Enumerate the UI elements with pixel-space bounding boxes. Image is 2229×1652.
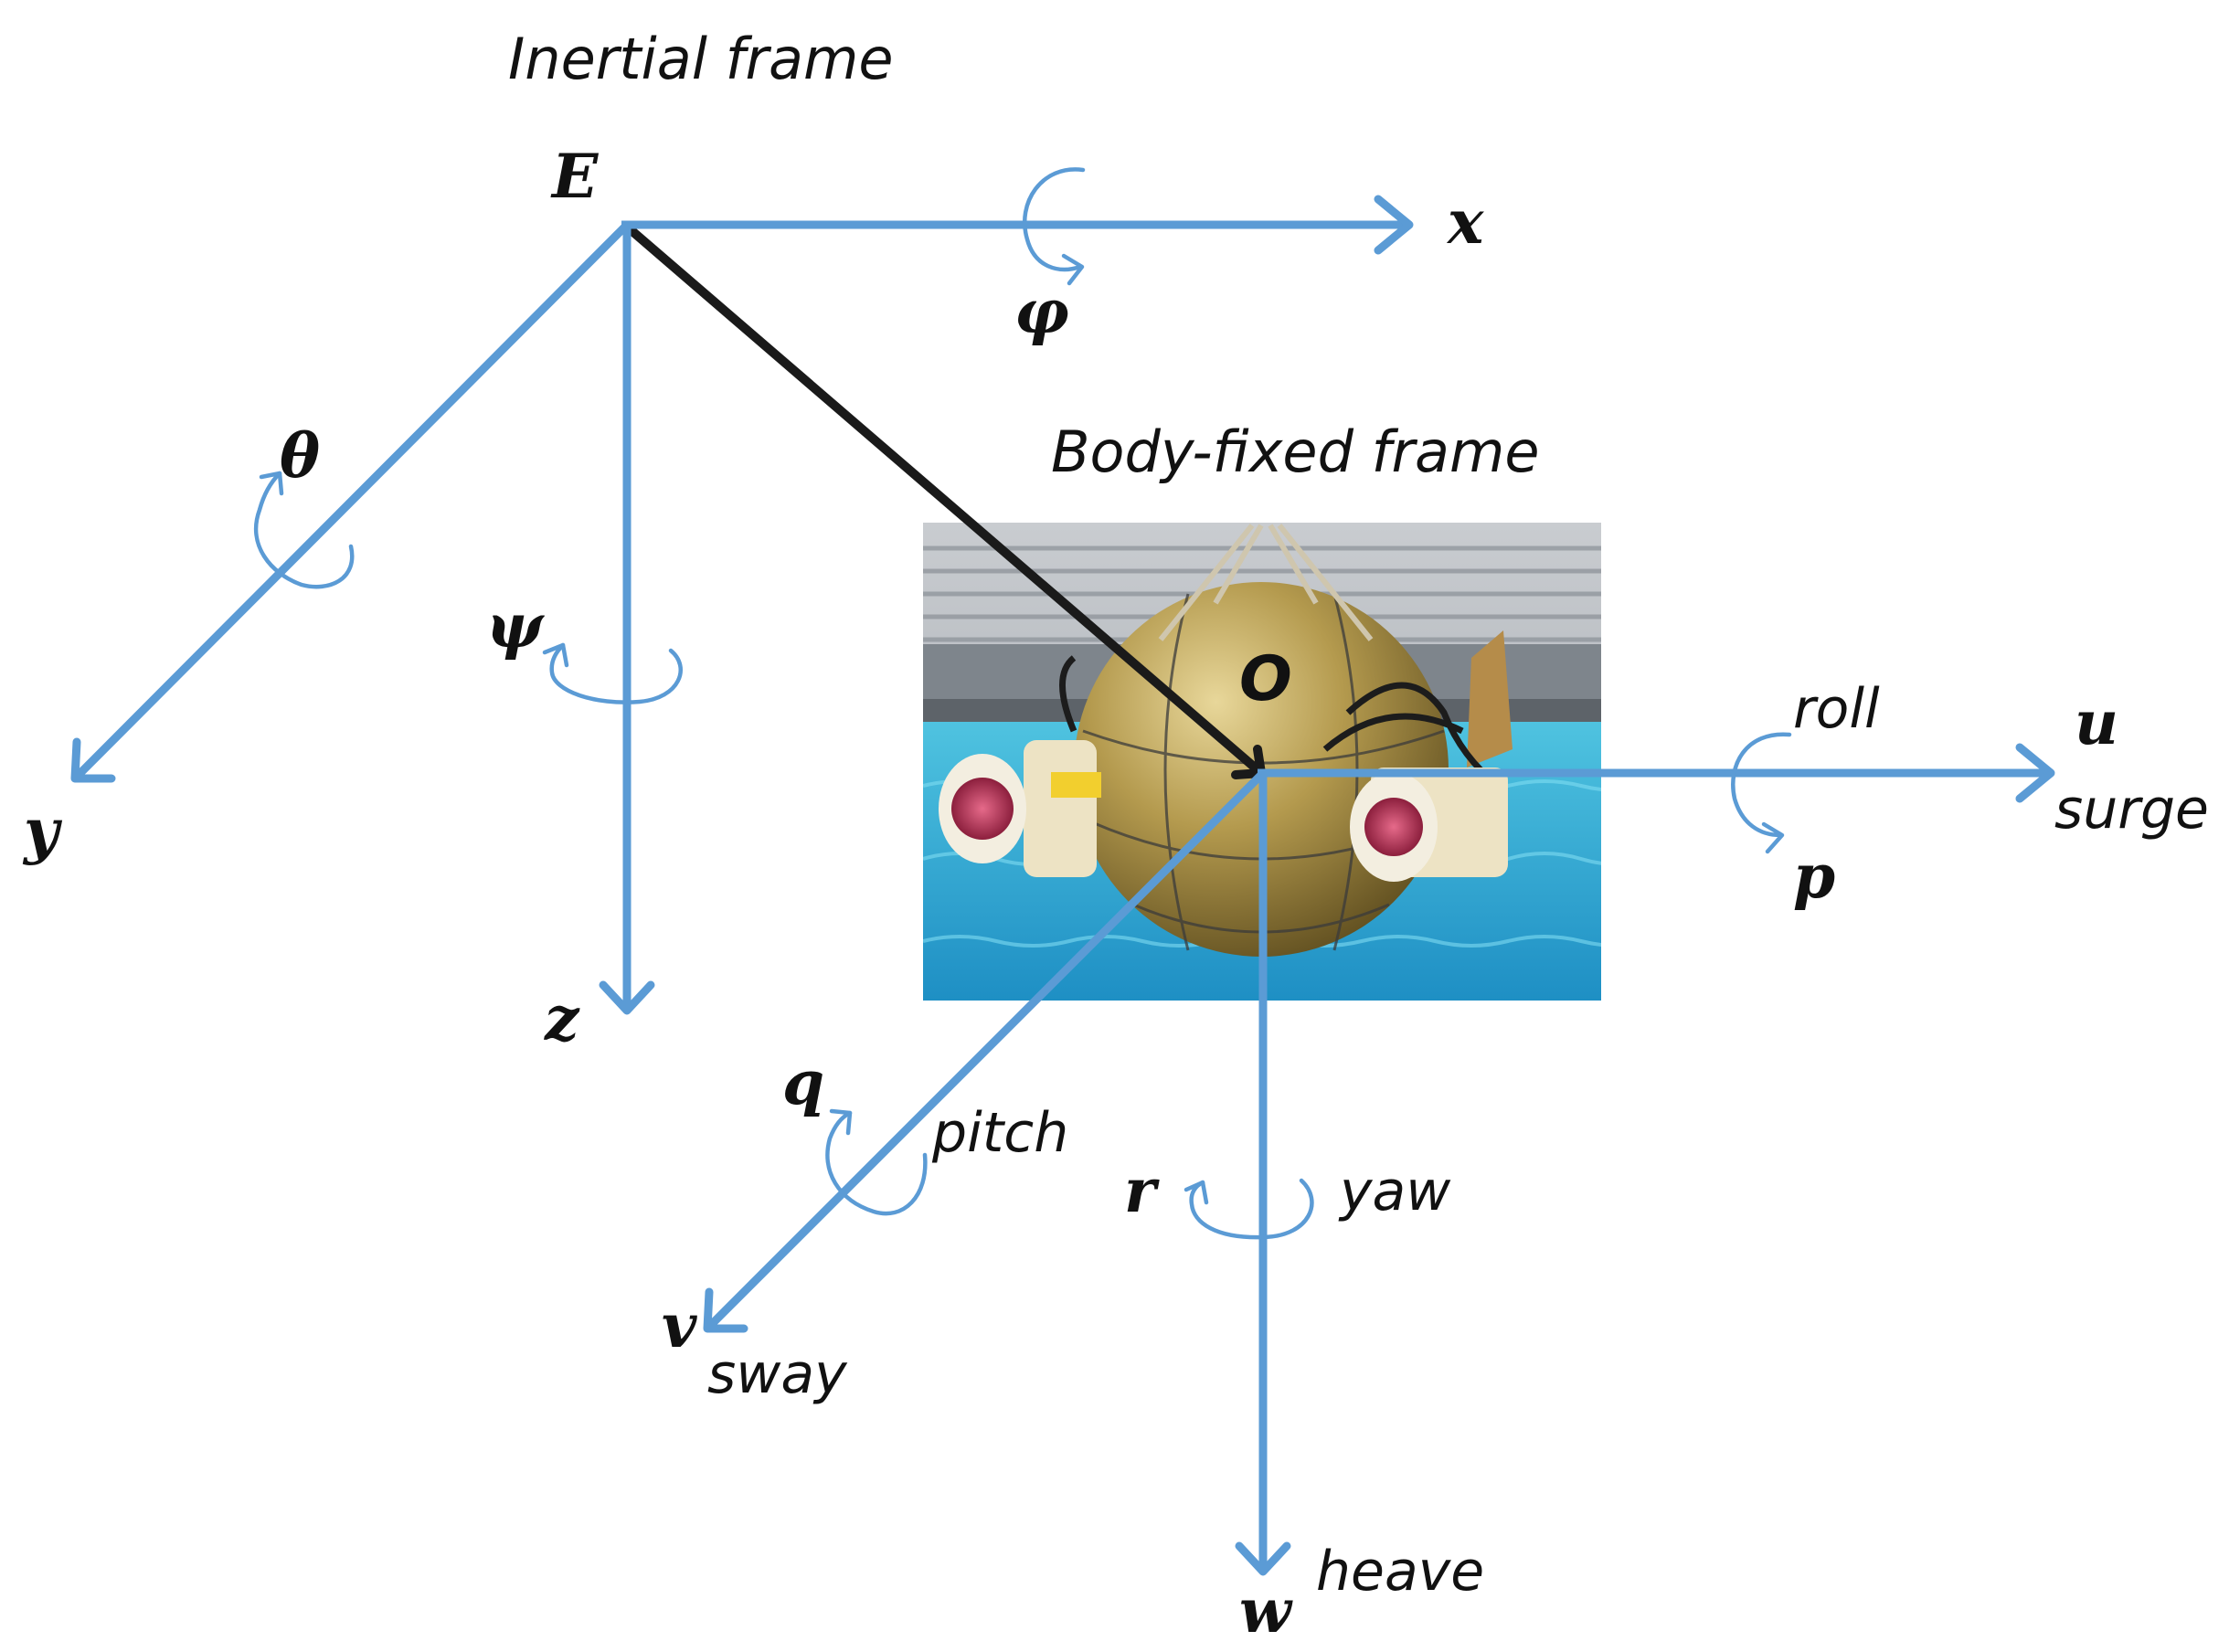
inertial-z-axis <box>599 223 655 1015</box>
theta-label: θ <box>280 420 320 492</box>
heave-symbol: w <box>1239 1575 1293 1647</box>
yaw-rotation-arrow <box>1183 1178 1314 1240</box>
z-axis-label: z <box>544 983 580 1054</box>
body-frame-title: Body-fixed frame <box>1051 418 1539 485</box>
psi-rotation-arrow <box>542 642 683 704</box>
inertial-y-axis <box>70 223 629 783</box>
body-v-axis <box>703 771 1265 1333</box>
pitch-symbol: q <box>782 1047 824 1118</box>
x-axis-label: x <box>1446 186 1484 258</box>
yaw-symbol: r <box>1124 1155 1160 1226</box>
inertial-origin-label: E <box>550 141 600 212</box>
roll-symbol: p <box>1793 841 1835 912</box>
surge-symbol: u <box>2075 687 2118 758</box>
pitch-rotation-arrow <box>825 1108 928 1216</box>
theta-rotation-arrow <box>253 471 355 589</box>
sway-symbol: v <box>662 1290 697 1361</box>
inertial-frame-title: Inertial frame <box>508 26 894 92</box>
position-vector <box>622 222 1266 778</box>
phi-rotation-arrow <box>1022 167 1086 286</box>
y-axis-label: y <box>22 795 63 866</box>
sway-label: sway <box>707 1342 848 1406</box>
yaw-label: yaw <box>1338 1160 1451 1223</box>
pitch-label: pitch <box>931 1101 1068 1165</box>
inertial-x-axis <box>621 195 1414 255</box>
roll-rotation-arrow <box>1731 732 1792 854</box>
heave-label: heave <box>1316 1540 1484 1604</box>
psi-label: ψ <box>486 590 545 662</box>
phi-label: φ <box>1014 276 1069 347</box>
surge-label: surge <box>2054 778 2209 842</box>
body-w-axis <box>1235 773 1291 1576</box>
roll-label: roll <box>1793 677 1880 741</box>
vehicle-photo <box>923 523 1601 1001</box>
body-origin-label: O <box>1239 643 1292 715</box>
body-u-axis <box>1258 743 2055 803</box>
